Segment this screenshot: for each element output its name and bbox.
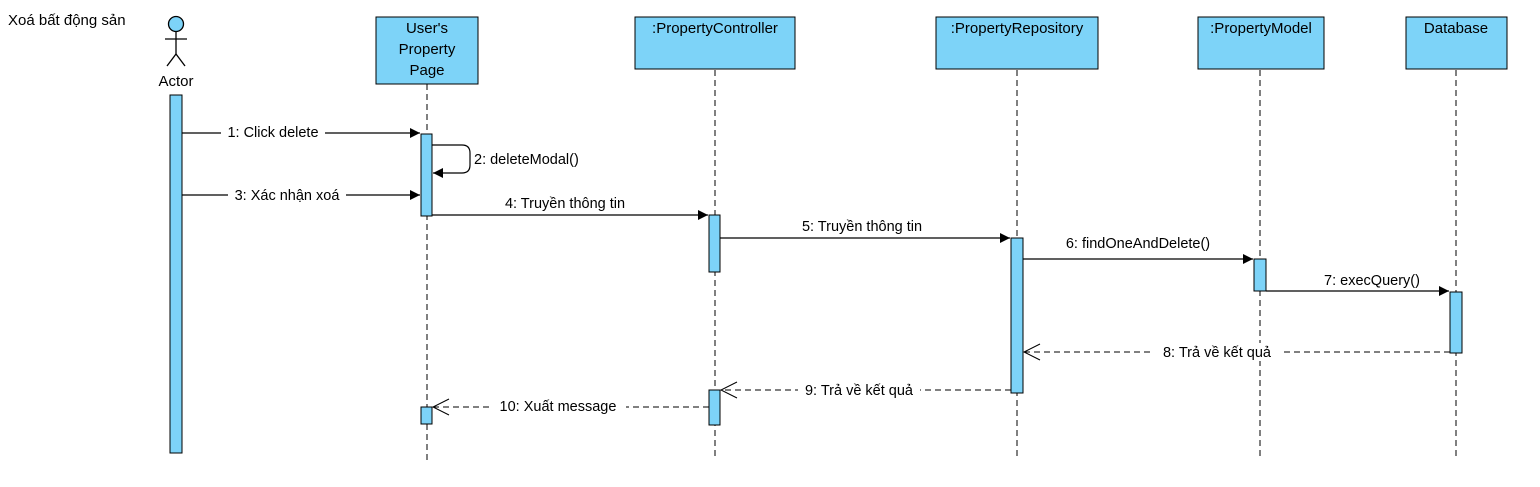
message-10: 10: Xuất message [431, 398, 709, 416]
participant-repository: :PropertyRepository [935, 16, 1099, 70]
diagram-title: Xoá bất động sản [8, 12, 126, 29]
message-7-label: 7: execQuery() [1324, 273, 1420, 289]
participant-page-line-3: Page [409, 62, 444, 79]
message-2-label: 2: deleteModal() [474, 152, 579, 168]
activation-actor [169, 94, 183, 454]
message-9: 9: Trả về kết quả [719, 381, 1011, 399]
message-1-label: 1: Click delete [227, 125, 318, 141]
activation-model [1253, 258, 1267, 292]
message-7: 7: execQuery() [1266, 273, 1449, 296]
activation-bars [169, 94, 1463, 454]
message-4: 4: Truyền thông tin [432, 196, 708, 220]
participant-repository-label: :PropertyRepository [951, 20, 1084, 37]
participant-database-label: Database [1424, 20, 1488, 37]
message-3-label: 3: Xác nhận xoá [235, 188, 341, 204]
actor-label: Actor [158, 73, 193, 90]
message-8: 8: Trả về kết quả [1022, 343, 1450, 361]
message-8-label: 8: Trả về kết quả [1163, 345, 1272, 361]
message-2: 2: deleteModal() [432, 144, 579, 178]
message-9-label: 9: Trả về kết quả [805, 383, 914, 399]
participant-model: :PropertyModel [1197, 16, 1325, 70]
message-10-label: 10: Xuất message [500, 399, 617, 415]
participant-page-line-2: Property [399, 41, 456, 58]
activation-controller-1 [708, 214, 721, 273]
activation-page-1 [420, 133, 433, 217]
activation-page-2 [420, 406, 433, 425]
participant-page: User's Property Page [375, 16, 479, 85]
message-1: 1: Click delete [182, 123, 420, 141]
participant-controller: :PropertyController [634, 16, 796, 70]
activation-database [1449, 291, 1463, 354]
actor-figure: Actor [158, 15, 194, 90]
participant-model-label: :PropertyModel [1210, 20, 1312, 37]
message-5-label: 5: Truyền thông tin [802, 219, 922, 235]
activation-controller-2 [708, 389, 721, 426]
participant-controller-label: :PropertyController [652, 20, 778, 37]
message-5: 5: Truyền thông tin [720, 219, 1010, 243]
message-4-label: 4: Truyền thông tin [505, 196, 625, 212]
participant-database: Database [1405, 16, 1508, 70]
message-6: 6: findOneAndDelete() [1023, 236, 1253, 264]
stick-figure-icon [165, 15, 187, 67]
activation-repository [1010, 237, 1024, 394]
message-3: 3: Xác nhận xoá [182, 186, 420, 204]
message-6-label: 6: findOneAndDelete() [1066, 236, 1210, 252]
participant-page-line-1: User's [406, 20, 448, 37]
